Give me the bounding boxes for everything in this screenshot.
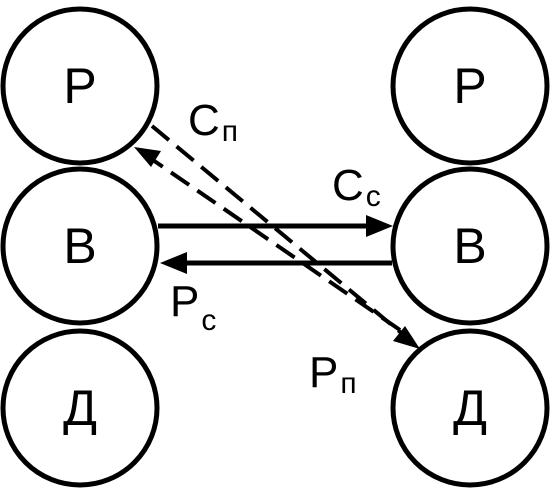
arrow-c-c	[158, 215, 393, 237]
label-c-p: Сп	[188, 96, 238, 148]
right-node-middle: В	[390, 166, 550, 326]
label-p-c-sub: с	[201, 304, 216, 337]
left-node-bottom: Д	[0, 328, 160, 488]
right-node-top: Р	[390, 6, 550, 166]
left-node-bottom-label: Д	[63, 380, 97, 436]
arrow-p-p	[150, 124, 420, 349]
label-p-c: Рс	[170, 277, 216, 337]
left-node-top-label: Р	[63, 58, 96, 114]
left-node-middle: В	[0, 166, 160, 326]
left-node-middle-label: В	[63, 218, 96, 274]
label-p-p-sub: п	[340, 367, 356, 400]
left-node-top: Р	[0, 6, 160, 166]
label-c-c-sub: с	[366, 180, 381, 213]
right-node-bottom: Д	[390, 328, 550, 488]
arrow-c-p	[134, 147, 402, 332]
label-c-c: Сс	[332, 161, 381, 213]
label-p-p-main: Р	[309, 348, 338, 397]
label-p-p: Рп	[309, 348, 357, 400]
label-c-c-main: С	[332, 161, 364, 210]
right-node-top-label: Р	[453, 58, 486, 114]
right-node-bottom-label: Д	[453, 380, 487, 436]
label-c-p-sub: п	[222, 115, 238, 148]
label-c-p-main: С	[188, 96, 220, 145]
arrow-p-c	[160, 252, 392, 274]
label-p-c-main: Р	[170, 277, 199, 326]
right-node-middle-label: В	[453, 218, 486, 274]
